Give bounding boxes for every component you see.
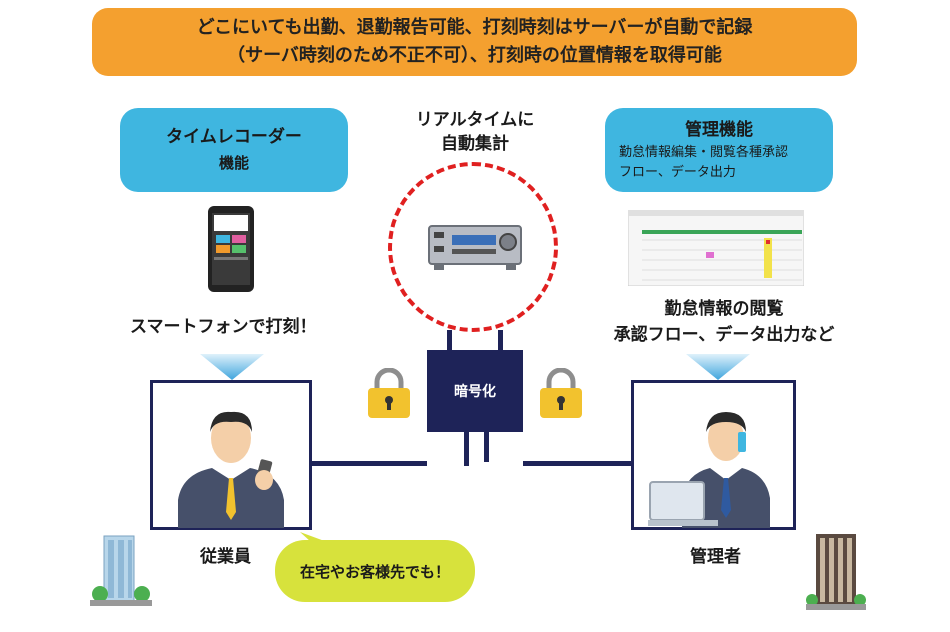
admin-screen-icon <box>628 210 804 286</box>
employee-label: 従業員 <box>200 547 251 567</box>
office-building-right-icon <box>806 534 866 610</box>
server-caption-line-2: 自動集計 <box>441 134 509 154</box>
admin-caption-line-1: 勤怠情報の閲覧 <box>664 299 784 319</box>
top-banner: どこにいても出勤、退勤報告可能、打刻時刻はサーバーが自動で記録 （サーバ時刻のた… <box>92 8 857 76</box>
down-arrow-right-icon <box>686 354 750 380</box>
admin-label: 管理者 <box>690 547 741 567</box>
connector-down-2 <box>484 432 489 462</box>
encryption-label: 暗号化 <box>454 384 496 400</box>
management-title: 管理機能 <box>685 120 753 140</box>
admin-caption-line-2: 承認フロー、データ出力など <box>613 325 835 345</box>
employee-person-icon <box>178 411 284 528</box>
connector-down-1 <box>464 432 469 462</box>
remote-callout: 在宅やお客様先でも！ <box>275 540 475 602</box>
management-desc-1: 勤怠情報編集・閲覧各種承認 <box>619 145 789 160</box>
remote-callout-text: 在宅やお客様先でも！ <box>299 562 450 581</box>
connector-right <box>523 461 631 466</box>
timerecorder-subtitle: 機能 <box>218 154 249 172</box>
server-caption: リアルタイムに 自動集計 <box>410 108 540 156</box>
server-caption-line-1: リアルタイムに <box>415 110 535 130</box>
connector-join-1 <box>464 458 469 466</box>
smartphone-icon <box>208 206 254 292</box>
lock-icon <box>368 368 410 418</box>
connector-up-1 <box>447 330 452 350</box>
connector-up-2 <box>498 330 503 350</box>
smartphone-caption: スマートフォンで打刻！ <box>130 317 317 337</box>
lock-icon-right <box>540 368 582 418</box>
admin-caption: 勤怠情報の閲覧 承認フロー、データ出力など <box>604 296 844 348</box>
management-desc-2: フロー、データ出力 <box>619 165 736 180</box>
office-building-left-icon <box>90 535 152 606</box>
admin-person-icon <box>648 412 770 528</box>
server-icon <box>428 225 522 270</box>
server-cloud-circle <box>388 162 558 332</box>
banner-line-2: （サーバ時刻のため不正不可）、打刻時の位置情報を取得可能 <box>227 45 722 66</box>
down-arrow-left-icon <box>200 354 264 380</box>
encryption-hub: 暗号化 <box>427 350 523 432</box>
timerecorder-title: タイムレコーダー <box>166 127 302 147</box>
management-bubble: 管理機能 勤怠情報編集・閲覧各種承認 フロー、データ出力 <box>605 108 833 192</box>
timerecorder-bubble: タイムレコーダー 機能 <box>120 108 348 192</box>
connector-left <box>312 461 427 466</box>
banner-line-1: どこにいても出勤、退勤報告可能、打刻時刻はサーバーが自動で記録 <box>196 17 753 38</box>
